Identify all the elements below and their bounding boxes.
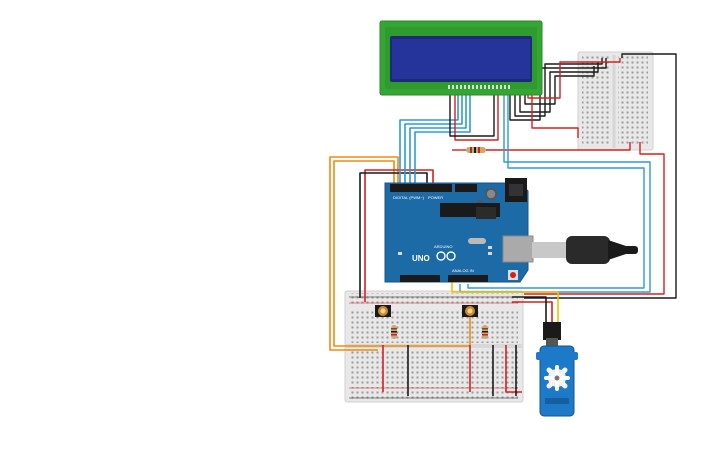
wire-servo-black (512, 296, 547, 324)
wire-blue-4 (414, 88, 471, 183)
arduino-logo-icon (436, 251, 456, 261)
wire-blue-right-1 (459, 88, 651, 293)
wire-black-bb (359, 172, 428, 298)
arduino-uno-board[interactable]: DIGITAL (PWM~) POWER ARDUINO UNO ANALOG … (384, 178, 534, 283)
wire-sbb-red3 (524, 142, 665, 295)
usb-port (502, 235, 534, 263)
wire-sbb-3 (519, 62, 599, 113)
wire-blue-right-2 (467, 88, 645, 289)
wire-red-bb (364, 169, 434, 302)
wire-servo-red (512, 301, 553, 324)
resistor-bb-1[interactable] (391, 325, 397, 339)
reset-button-icon[interactable] (508, 270, 518, 280)
small-breadboard[interactable] (577, 51, 654, 151)
resistor-lcd[interactable] (466, 147, 486, 153)
wire-res-right (486, 142, 631, 151)
potentiometer-2[interactable] (462, 305, 478, 317)
wire-lcd-red (454, 88, 499, 141)
power-header-label: POWER (428, 195, 443, 200)
resistor-bb-2[interactable] (482, 325, 488, 339)
wires (329, 53, 677, 396)
wire-yellow (451, 282, 559, 324)
board-brand: ARDUINO (434, 244, 452, 249)
dc-jack-icon (505, 178, 527, 202)
lcd-pins (448, 85, 510, 89)
lcd-display[interactable] (379, 20, 543, 96)
analog-pins-header (448, 275, 488, 282)
wire-sbb-4 (524, 66, 595, 105)
wire-sbb-red2 (531, 88, 579, 138)
power-pins-header (400, 275, 440, 282)
potentiometer-1[interactable] (375, 305, 391, 317)
board-model: UNO (412, 254, 430, 263)
digital-header (390, 184, 452, 192)
crystal (468, 238, 486, 244)
servo-motor[interactable] (536, 322, 578, 417)
wire-blue-1 (399, 88, 459, 183)
wire-blue-3 (409, 88, 467, 183)
wire-sbb-black (524, 53, 677, 299)
usb-cable-icon (532, 236, 638, 264)
wire-orange-2 (333, 160, 471, 347)
analog-header-label: ANALOG IN (452, 268, 474, 273)
wire-sbb-red (527, 58, 621, 99)
wire-orange-1 (329, 156, 399, 351)
wire-blue-2 (404, 88, 463, 183)
digital-header-label: DIGITAL (PWM~) (393, 195, 425, 200)
wire-sbb-2 (514, 58, 603, 117)
wire-lcd-black (449, 88, 495, 137)
